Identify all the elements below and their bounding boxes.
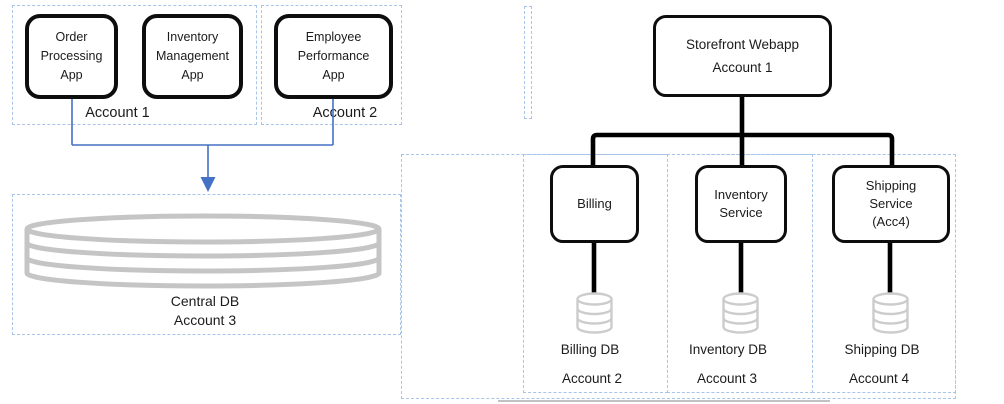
inventory-service-label: Inventory Service	[714, 187, 768, 220]
billing-db-cylinder-icon	[576, 292, 613, 334]
inventory-management-app-node: Inventory Management App	[142, 14, 243, 99]
billing-service-node: Billing	[550, 165, 639, 243]
inventory-service-node: Inventory Service	[695, 165, 787, 243]
inventory-account-label: Account 3	[696, 371, 758, 386]
billing-service-label: Billing	[577, 196, 612, 211]
inventory-db-label: Inventory DB	[688, 342, 768, 357]
apps-to-db-connector-arrow	[71, 99, 334, 192]
account2-group-label: Account 2	[312, 105, 378, 121]
order-processing-app-label: Order Processing App	[40, 30, 103, 82]
inventory-management-app-label: Inventory Management App	[156, 30, 229, 82]
storefront-webapp-account-label: Account 1	[712, 60, 773, 75]
central-db-group-boundary	[12, 194, 401, 335]
central-db-name-label: Central DB	[170, 293, 240, 309]
central-db-account-label: Account 3	[173, 312, 237, 328]
shipping-account-label: Account 4	[848, 371, 910, 386]
order-processing-app-node: Order Processing App	[25, 14, 118, 99]
storefront-webapp-name-label: Storefront Webapp	[685, 37, 800, 52]
billing-db-label: Billing DB	[560, 342, 620, 357]
stray-dashed-boundary	[524, 6, 532, 119]
storefront-webapp-node: Storefront Webapp Account 1	[653, 15, 832, 97]
employee-performance-app-label: Employee Performance App	[297, 30, 370, 82]
billing-account-label: Account 2	[561, 371, 623, 386]
shipping-db-label: Shipping DB	[844, 342, 920, 357]
account1-group-label: Account 1	[85, 105, 150, 121]
shipping-column-boundary	[812, 154, 956, 393]
shipping-service-node: Shipping Service (Acc4)	[832, 165, 950, 243]
account2-group-boundary	[261, 5, 402, 125]
bottom-divider-line	[498, 400, 830, 402]
central-db-cylinder-icon	[24, 213, 382, 289]
inventory-db-cylinder-icon	[722, 292, 759, 334]
employee-performance-app-node: Employee Performance App	[274, 14, 393, 99]
shipping-service-label: Shipping Service (Acc4)	[865, 178, 917, 229]
account1-group-boundary	[12, 5, 257, 125]
shipping-db-cylinder-icon	[872, 292, 909, 334]
storefront-tree-connector	[590, 97, 895, 296]
